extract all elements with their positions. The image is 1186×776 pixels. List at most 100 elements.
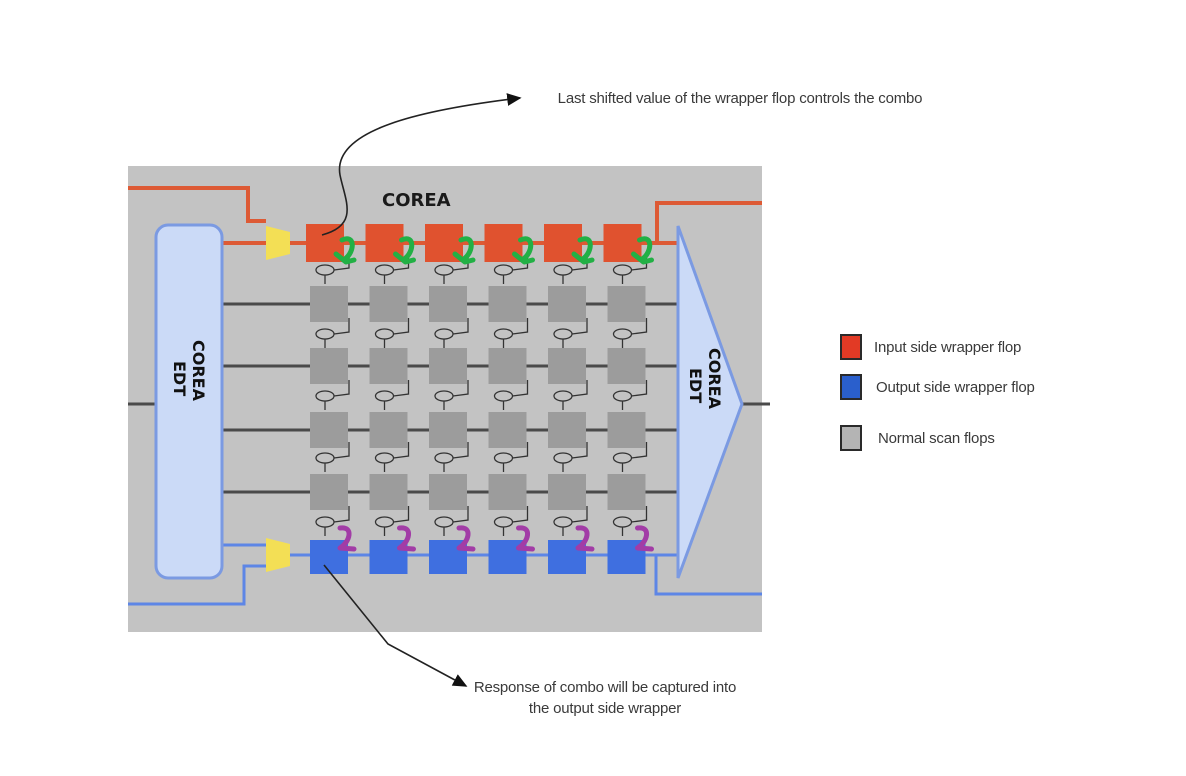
legend-swatch-red xyxy=(840,334,862,360)
combo-wire xyxy=(452,506,469,523)
legend-swatch-gray xyxy=(840,425,862,451)
combo-logic-symbol xyxy=(553,318,588,348)
right-edt-block xyxy=(676,225,744,579)
combo-logic-symbol xyxy=(374,506,410,536)
combo-wire xyxy=(333,318,350,335)
scan-flop xyxy=(369,474,408,510)
combo-wire xyxy=(631,442,648,459)
blue-input-wire xyxy=(128,564,266,606)
scan-flop xyxy=(548,348,586,384)
scan-flop xyxy=(310,474,348,510)
combo-wire xyxy=(631,506,648,523)
wires xyxy=(128,186,770,606)
scan-flop xyxy=(429,474,467,510)
purple-capture-arrow xyxy=(337,525,357,552)
scan-flop xyxy=(488,474,527,510)
scan-flop xyxy=(548,474,586,510)
combo-wire xyxy=(512,380,529,397)
core-title: COREA xyxy=(382,190,451,211)
scan-flop xyxy=(548,412,586,448)
legend-item-scan-flops: Normal scan flops xyxy=(840,425,995,451)
combo-wire xyxy=(393,506,410,523)
left-edt-label-line2: EDT xyxy=(170,361,189,396)
combo-wire xyxy=(452,380,469,397)
combo-wire xyxy=(333,380,350,397)
combo-logic-symbol xyxy=(493,442,529,472)
left-edt-block xyxy=(154,223,224,580)
green-capture-arrow xyxy=(571,236,595,265)
green-capture-arrow xyxy=(452,236,476,265)
combo-logic-symbol xyxy=(553,380,588,410)
combo-logic-symbol xyxy=(374,380,410,410)
green-capture-arrow xyxy=(393,236,416,265)
combo-wire xyxy=(571,506,588,523)
combo-logic-symbol xyxy=(434,442,469,472)
combo-wire xyxy=(571,380,588,397)
legend-swatch-blue xyxy=(840,374,862,400)
combo-logic-symbol xyxy=(315,380,350,410)
scan-flop xyxy=(429,348,467,384)
combo-wire xyxy=(571,318,588,335)
purple-capture-arrow xyxy=(635,525,654,552)
legend-label: Normal scan flops xyxy=(878,429,995,447)
combo-wire xyxy=(512,506,529,523)
combo-wire xyxy=(571,442,588,459)
purple-capture-arrow xyxy=(516,525,535,552)
bottom-annotation-text: Response of combo will be captured into … xyxy=(473,679,737,717)
combo-logic-symbol xyxy=(434,506,469,536)
blue-output-wire xyxy=(654,555,762,596)
scan-flop xyxy=(369,412,408,448)
scan-flop xyxy=(429,286,467,322)
combo-wire xyxy=(333,442,350,459)
combo-logic-symbol xyxy=(612,506,648,536)
combo-wire xyxy=(512,318,529,335)
combo-wire xyxy=(512,442,529,459)
legend-label: Input side wrapper flop xyxy=(874,338,1022,356)
combo-logic-symbol xyxy=(315,506,350,536)
combo-logic-symbol xyxy=(553,506,588,536)
top-annotation-text: Last shifted value of the wrapper flop c… xyxy=(557,90,923,107)
right-edt-label-line1: COREA xyxy=(705,348,724,410)
scan-flop xyxy=(548,286,586,322)
legend-item-output-wrapper: Output side wrapper flop xyxy=(840,374,1035,400)
purple-capture-arrow xyxy=(397,525,416,552)
left-edt-label-line1: COREA xyxy=(189,340,208,402)
scan-flop xyxy=(429,412,467,448)
combo-wire xyxy=(393,380,410,397)
legend-item-input-wrapper: Input side wrapper flop xyxy=(840,334,1021,360)
combo-logic-symbol xyxy=(612,442,648,472)
combo-logic-symbol xyxy=(493,506,529,536)
red-output-wire xyxy=(655,201,762,243)
combo-logic-symbol xyxy=(612,318,648,348)
green-capture-arrow xyxy=(333,236,357,265)
combo-logic-symbol xyxy=(374,318,410,348)
scan-flop xyxy=(607,474,646,510)
combo-logic-symbol xyxy=(434,318,469,348)
combo-logic-symbol xyxy=(434,380,469,410)
scan-flop-grid xyxy=(310,254,648,536)
handdrawn-arrows xyxy=(333,236,654,552)
combo-wire xyxy=(393,442,410,459)
scan-flop xyxy=(310,412,348,448)
combo-logic-symbol xyxy=(374,442,410,472)
combo-logic-symbol xyxy=(315,318,350,348)
combo-logic-symbol xyxy=(493,380,529,410)
scan-flop xyxy=(607,348,646,384)
scan-flop xyxy=(369,286,408,322)
bottom-annotation-arrow xyxy=(323,564,468,687)
combo-wire xyxy=(452,318,469,335)
scan-flop xyxy=(369,348,408,384)
combo-logic-symbol xyxy=(553,442,588,472)
combo-wire xyxy=(333,506,350,523)
output-mux xyxy=(266,538,290,572)
input-mux xyxy=(266,226,290,260)
combo-logic-symbol xyxy=(315,442,350,472)
scan-flop xyxy=(310,348,348,384)
scan-flop xyxy=(488,348,527,384)
combo-wire xyxy=(393,318,410,335)
top-annotation-arrow xyxy=(321,93,522,236)
combo-wire xyxy=(631,380,648,397)
scan-flop xyxy=(607,412,646,448)
legend-label: Output side wrapper flop xyxy=(876,378,1035,396)
